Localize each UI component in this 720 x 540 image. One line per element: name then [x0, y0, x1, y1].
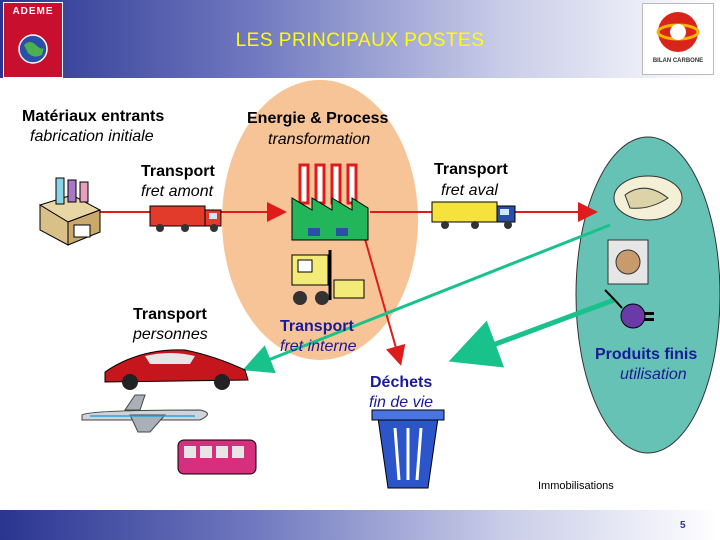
materials-title: Matériaux entrants [22, 108, 165, 125]
train-icon [177, 439, 257, 475]
page-title: LES PRINCIPAUX POSTES [235, 30, 485, 51]
finished-products-title: Produits finis [595, 346, 698, 363]
arrow-products-to-transport [242, 223, 611, 374]
car-icon [104, 349, 249, 390]
plane-icon [81, 394, 208, 433]
transport-downstream-title: Transport [434, 161, 508, 178]
arrow-products-to-waste [448, 297, 615, 368]
bilan-carbone-logo: BILAN CARBONE [642, 3, 714, 75]
waste-subtitle: fin de vie [369, 394, 434, 411]
globe-icon [18, 34, 48, 64]
page-number: 5 [680, 520, 686, 531]
transport-upstream-title: Transport [141, 163, 215, 180]
transport-internal-subtitle: fret interne [280, 338, 357, 355]
energy-process-subtitle: transformation [268, 131, 371, 148]
header-bar [0, 0, 720, 78]
ademe-logo: ADEME [3, 2, 63, 78]
products-plug-icon [604, 289, 654, 329]
truck-downstream-icon [431, 201, 516, 229]
finished-products-subtitle: utilisation [620, 366, 687, 383]
footer-bar [0, 510, 720, 540]
ademe-logo-text: ADEME [12, 6, 54, 17]
forklift-icon [291, 250, 365, 305]
materials-subtitle: fabrication initiale [30, 128, 154, 145]
waste-title: Déchets [370, 374, 433, 391]
product-zone-ellipse [575, 136, 720, 454]
transport-people-title: Transport [133, 306, 207, 323]
materials-boxes-icon [38, 177, 102, 246]
products-package-icon [613, 175, 683, 221]
factory-icon [291, 163, 369, 241]
bilan-carbone-emblem-icon [656, 12, 700, 52]
transport-downstream-subtitle: fret aval [441, 182, 498, 199]
products-appliance-icon [607, 239, 649, 285]
truck-upstream-icon [149, 205, 222, 232]
transport-upstream-subtitle: fret amont [141, 183, 214, 200]
fixed-assets-label: Immobilisations [538, 480, 614, 492]
trash-can-icon [371, 409, 445, 489]
transport-internal-title: Transport [280, 318, 354, 335]
transport-people-subtitle: personnes [133, 326, 208, 343]
energy-process-title: Energie & Process [247, 110, 389, 127]
bilan-carbone-logo-text: BILAN CARBONE [652, 58, 704, 64]
arrow-process-to-waste [362, 231, 406, 366]
